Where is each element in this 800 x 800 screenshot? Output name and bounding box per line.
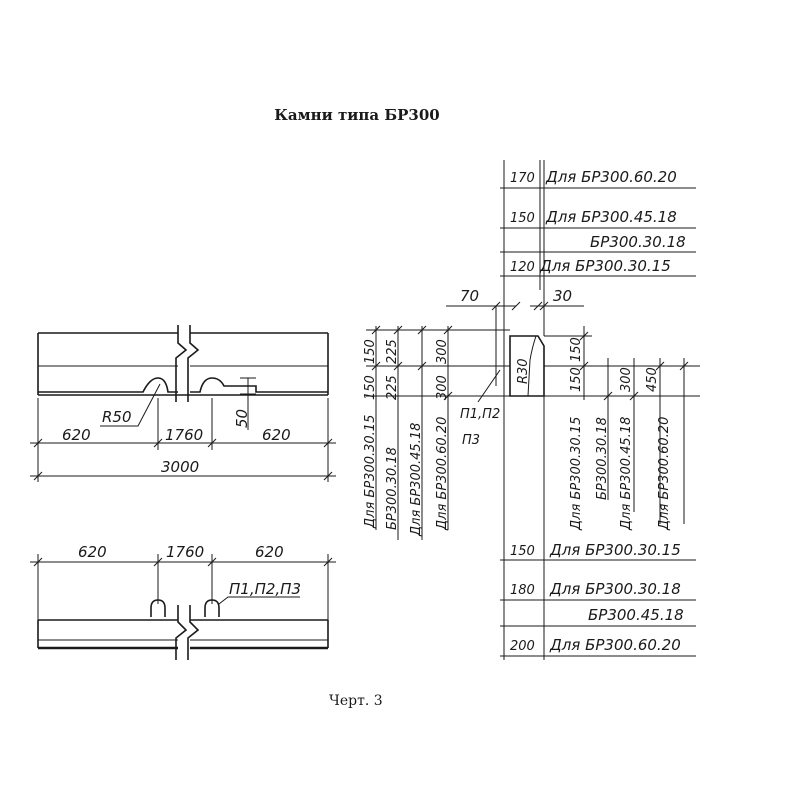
plan-dim-ticks xyxy=(33,557,333,567)
left-col2-b: 225 xyxy=(385,375,400,400)
plan-break-right xyxy=(187,605,200,660)
dim-30-ticks xyxy=(533,301,549,311)
plan-loops-leader xyxy=(218,596,300,605)
front-break-right xyxy=(187,325,200,402)
section-left-horizontals xyxy=(366,329,510,397)
right-col4-dim: 450 xyxy=(645,367,660,392)
top-label-3: БР300.30.18 xyxy=(590,233,686,251)
left-col2-label: БР300.30.18 xyxy=(385,447,400,530)
drawing-title: Камни типа БР300 xyxy=(274,106,439,124)
bottom-label-2: Для БР300.30.18 xyxy=(549,580,681,598)
section-loops-leader xyxy=(477,369,501,403)
front-total-ticks xyxy=(33,471,333,481)
left-col1-b: 150 xyxy=(363,375,378,400)
right-col3-label: Для БР300.45.18 xyxy=(619,417,634,531)
top-label-1: Для БР300.60.20 xyxy=(545,168,677,186)
right-col1-label: Для БР300.30.15 xyxy=(569,417,584,531)
dim-70-ticks xyxy=(491,301,521,311)
front-dim-ticks xyxy=(33,438,333,448)
notch-depth-dim xyxy=(240,377,256,430)
plan-loops-label: П1,П2,П3 xyxy=(229,580,301,598)
left-col2-a: 225 xyxy=(385,339,400,364)
top-label-2: Для БР300.45.18 xyxy=(545,208,677,226)
plan-view: 620 1760 620 П1,П2,П3 xyxy=(30,543,336,660)
plan-break-left xyxy=(175,605,188,660)
radius-r30-label: R30 xyxy=(516,358,531,384)
plan-seg-right: 620 xyxy=(255,543,284,561)
front-view: R50 50 620 1760 620 3000 xyxy=(30,325,336,482)
lifting-loop-right xyxy=(204,599,220,617)
front-seg-right: 620 xyxy=(262,426,291,444)
section-loops-line1: П1,П2 xyxy=(460,407,500,422)
plan-extension-lines xyxy=(37,554,329,620)
bottom-dim-2: 180 xyxy=(510,583,535,598)
left-col1-label: Для БР300.30.15 xyxy=(363,415,378,529)
section-right-ticks xyxy=(579,331,689,401)
right-col2-label: БР300.30.18 xyxy=(595,417,610,500)
dim-30-label: 30 xyxy=(553,287,572,305)
top-dim-2: 150 xyxy=(510,211,535,226)
right-top-b: 150 xyxy=(569,367,584,392)
r50-leader xyxy=(100,383,161,427)
figure-caption: Черт. 3 xyxy=(329,693,383,709)
top-table-lines xyxy=(500,187,696,277)
plan-seg-mid: 1760 xyxy=(166,543,204,561)
top-dim-4: 120 xyxy=(510,260,535,275)
front-extension-lines xyxy=(37,398,329,450)
bottom-table-lines xyxy=(500,559,696,657)
section-left-verticals xyxy=(375,326,449,540)
section-left-ticks xyxy=(371,325,453,401)
left-col3-a: 300 xyxy=(435,339,450,364)
right-col4-label: Для БР300.60.20 xyxy=(657,417,672,531)
dim-70-label: 70 xyxy=(460,287,479,305)
bottom-dim-4: 200 xyxy=(510,639,535,654)
front-seg-left: 620 xyxy=(62,426,91,444)
front-total-length: 3000 xyxy=(161,458,199,476)
plan-end-edges xyxy=(37,620,329,648)
bottom-label-3: БР300.45.18 xyxy=(588,606,684,624)
left-col1-a: 150 xyxy=(363,339,378,364)
top-dim-1: 170 xyxy=(510,171,535,186)
bottom-label-1: Для БР300.30.15 xyxy=(549,541,681,559)
bottom-dim-1: 150 xyxy=(510,544,535,559)
plan-seg-left: 620 xyxy=(78,543,107,561)
left-col2-label-for: Для БР300.45.18 xyxy=(409,423,424,537)
front-break-left xyxy=(175,325,188,402)
section-right-verticals xyxy=(583,326,685,524)
section-loops-line2: П3 xyxy=(462,433,480,448)
cross-section: 170 Для БР300.60.20 150 Для БР300.45.18 … xyxy=(363,160,700,660)
bottom-label-4: Для БР300.60.20 xyxy=(549,636,681,654)
bottom-table-verticals xyxy=(503,396,545,660)
section-ref-lines xyxy=(495,160,505,396)
lifting-loop-left xyxy=(150,599,166,617)
front-seg-mid: 1760 xyxy=(165,426,203,444)
right-top-a: 150 xyxy=(569,337,584,362)
front-notch-line xyxy=(38,377,328,393)
section-face-curve xyxy=(527,335,537,397)
r50-label: R50 xyxy=(102,408,132,426)
right-col3-dim: 300 xyxy=(619,367,634,392)
notch-depth-label: 50 xyxy=(233,409,251,428)
left-col3-label: Для БР300.60.20 xyxy=(435,417,450,531)
section-profile xyxy=(509,335,545,397)
top-label-4: Для БР300.30.15 xyxy=(539,257,671,275)
left-col3-b: 300 xyxy=(435,375,450,400)
